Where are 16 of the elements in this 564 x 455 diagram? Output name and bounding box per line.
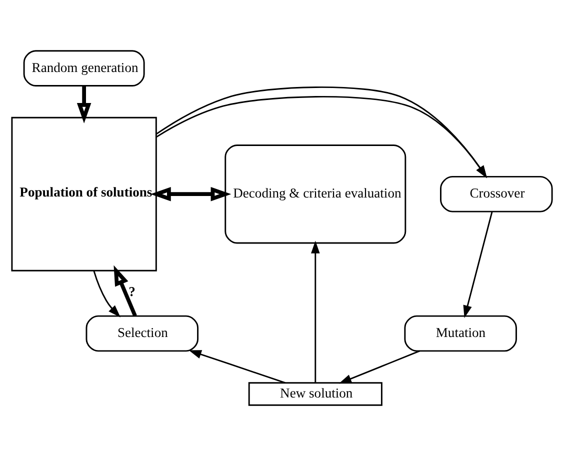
arrow — [76, 85, 92, 123]
node-box: Mutation — [404, 314, 517, 352]
arrow — [463, 210, 493, 318]
arrow — [310, 240, 320, 382]
node-box: New solution — [248, 382, 382, 406]
arrow — [188, 350, 286, 384]
node-box: Crossover — [440, 175, 553, 212]
node-box: Population of solutions — [11, 116, 157, 271]
node-box: Decoding & criteria evaluation — [224, 144, 406, 244]
arrow — [93, 270, 121, 317]
arrow — [338, 350, 420, 384]
node-box: Selection — [86, 314, 199, 352]
arrow — [150, 186, 232, 201]
arrow — [114, 264, 137, 316]
edge-label: ? — [128, 283, 136, 298]
node-box: Random generation — [23, 50, 145, 86]
